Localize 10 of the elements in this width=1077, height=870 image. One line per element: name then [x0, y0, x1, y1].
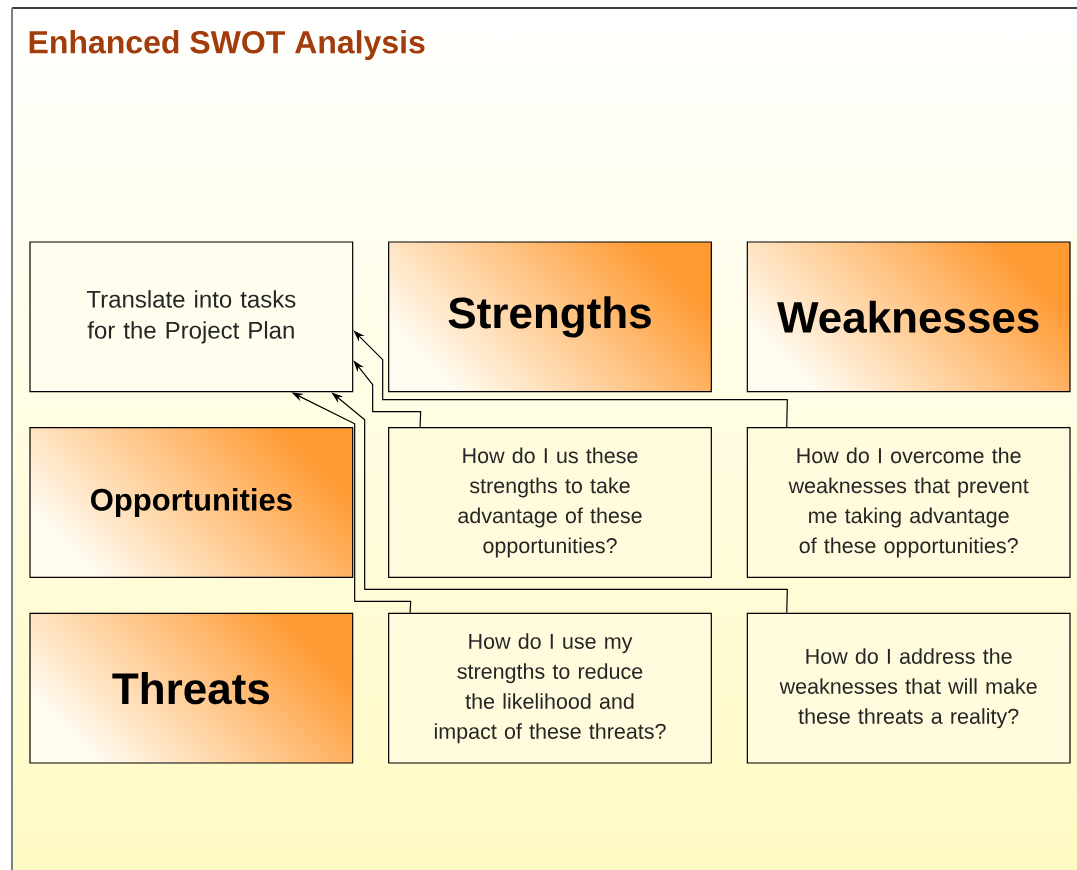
- heading-cell: Opportunities: [29, 427, 354, 578]
- heading-cell: Threats: [29, 612, 354, 764]
- question-cell: How do I overcome the weaknesses that prevent me taking advantage of these opportunities?: [746, 427, 1071, 578]
- heading-cell: Strengths: [388, 241, 712, 393]
- question-cell: How do I use my strengths to reduce the likelihood and impact of these threats?: [388, 612, 712, 764]
- question-cell: How do I us these strengths to take advantage of these opportunities?: [388, 427, 712, 578]
- question-cell: How do I address the weaknesses that will make these threats a reality?: [746, 612, 1071, 764]
- title: Enhanced SWOT Analysis: [29, 30, 425, 60]
- heading-cell: Weaknesses: [746, 241, 1071, 393]
- note-cell: Translate into tasks for the Project Plan: [29, 241, 354, 393]
